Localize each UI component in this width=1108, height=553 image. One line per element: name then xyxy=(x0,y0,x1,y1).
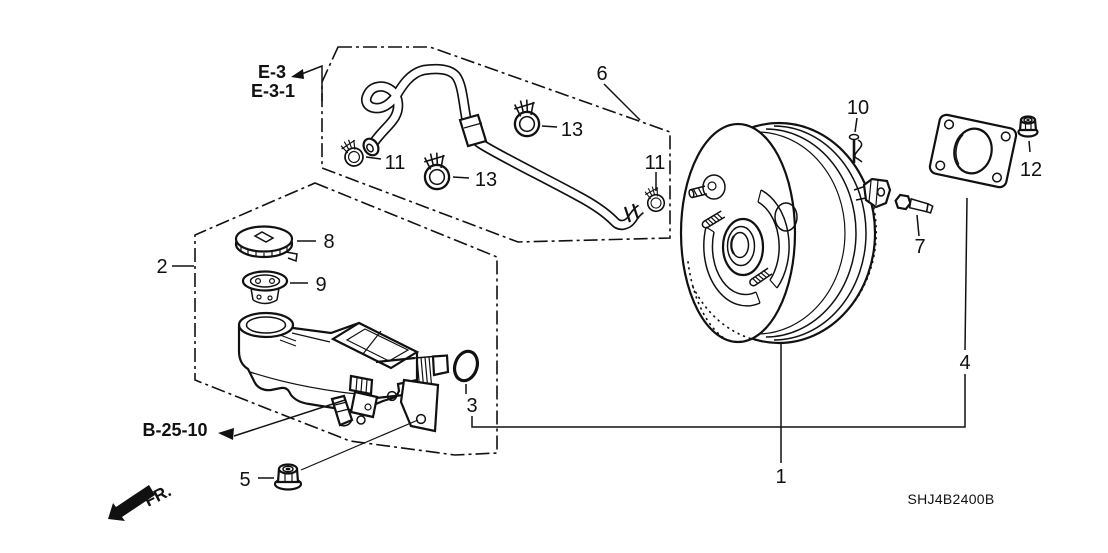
callout-13-upper[interactable]: 13 xyxy=(561,119,583,141)
check-valve-fitting xyxy=(688,174,726,200)
callout-7[interactable]: 7 xyxy=(914,236,925,258)
front-direction-marker: FR. xyxy=(108,481,174,521)
callout-4[interactable]: 4 xyxy=(959,352,970,374)
callout-6[interactable]: 6 xyxy=(596,63,607,85)
plate-hole xyxy=(774,202,798,232)
reservoir-cap xyxy=(234,225,298,263)
flange-nut-12 xyxy=(1017,115,1039,138)
hose-clamp-13-upper xyxy=(513,99,541,138)
cylinder-snout xyxy=(431,354,450,377)
diagram-code: SHJ4B2400B xyxy=(907,491,994,507)
brake-booster xyxy=(679,121,892,345)
hose-union xyxy=(458,113,488,148)
callout-1[interactable]: 1 xyxy=(775,466,786,488)
callout-11-right[interactable]: 11 xyxy=(645,152,666,174)
callout-9[interactable]: 9 xyxy=(315,274,326,296)
hose-clamp-11-left xyxy=(340,139,364,167)
master-cylinder-group-boundary xyxy=(194,182,498,456)
callout-5[interactable]: 5 xyxy=(239,469,250,491)
callout-11-left[interactable]: 11 xyxy=(385,152,406,174)
hose-clamp-13-mid xyxy=(423,152,451,191)
ref-e3[interactable]: E-3 xyxy=(258,62,286,82)
leader-lines xyxy=(172,64,1031,479)
mounting-stud-upper xyxy=(701,210,726,229)
hose-open-end xyxy=(362,137,380,157)
valve-body xyxy=(349,390,379,419)
front-arrow-icon xyxy=(108,485,155,521)
callout-12[interactable]: 12 xyxy=(1020,159,1042,181)
brake-vacuum-hose xyxy=(361,63,645,231)
clevis-lock-pin xyxy=(848,133,863,163)
pushrod-clevis xyxy=(862,177,892,209)
hose-end-cap xyxy=(623,203,640,223)
master-cylinder-body xyxy=(330,354,450,433)
reservoir-filter xyxy=(241,270,289,305)
front-marker-label: FR. xyxy=(141,481,174,510)
hose-clamp-11-right xyxy=(644,186,666,213)
mounting-flange xyxy=(399,378,440,433)
booster-gasket xyxy=(928,113,1018,189)
o-ring xyxy=(452,349,480,383)
callout-3[interactable]: 3 xyxy=(466,395,477,417)
mounting-stud-lower xyxy=(749,267,773,287)
callout-8[interactable]: 8 xyxy=(323,231,334,253)
callout-13-mid[interactable]: 13 xyxy=(475,169,497,191)
callout-10[interactable]: 10 xyxy=(847,97,869,119)
callout-2[interactable]: 2 xyxy=(156,256,167,278)
flange-nut-5 xyxy=(273,463,303,491)
clevis-bolt xyxy=(894,193,934,214)
ref-b-25-10[interactable]: B-25-10 xyxy=(142,420,207,440)
ref-e3-1[interactable]: E-3-1 xyxy=(251,81,295,101)
